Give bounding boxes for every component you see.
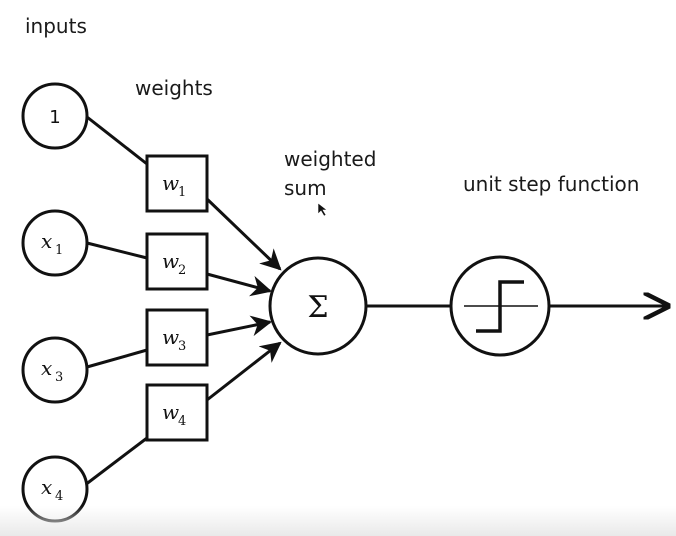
step-function-curve [476,280,524,333]
input-node-x4-subscript: 4 [55,489,63,504]
input-node-x1-subscript: 1 [55,243,63,258]
input-node-x4-symbol: x [41,475,52,499]
input-node-x1-symbol: x [41,229,52,253]
arrow-weight2-sum [206,272,273,297]
input-node-x3-symbol: x [41,356,52,380]
weight-box-w3: w 3 [145,308,209,367]
edge-input1-weight1 [86,115,148,166]
edge-input3-weight3 [86,348,148,369]
edge-input2-weight2 [86,241,148,260]
summation-node: Σ [268,256,368,356]
input-node-bias-symbol: 1 [49,107,60,128]
weights-label: weights [135,76,213,100]
inputs-label: inputs [25,14,87,38]
step-function-label: unit step function [463,172,639,196]
weight-box-w1: w 1 [145,154,209,213]
arrow-weight1-sum [205,197,282,271]
weighted-sum-label-line2: sum [284,176,327,200]
bottom-shadow [0,506,676,536]
weight-w2-symbol: w [162,249,179,273]
weight-w3-subscript: 3 [178,339,186,354]
weighted-sum-label-line1: weighted [284,147,376,171]
weight-w1-subscript: 1 [178,185,186,200]
weight-w4-subscript: 4 [178,414,186,429]
weight-box-w2: w 2 [145,232,209,291]
input-node-bias: 1 [21,82,89,150]
sigma-icon: Σ [307,290,328,325]
weight-box-w4: w 4 [145,383,209,442]
arrow-weight4-sum [206,341,282,402]
mouse-cursor-icon [317,202,328,217]
weight-w1-symbol: w [162,171,179,195]
edge-input4-weight4 [84,436,148,487]
weight-w3-symbol: w [162,325,179,349]
input-node-x3-subscript: 3 [55,370,63,385]
input-node-x1: x 1 [21,209,89,277]
weight-w4-symbol: w [162,400,179,424]
arrow-weight3-sum [206,315,273,337]
input-node-x3: x 3 [21,336,89,404]
step-function-node [449,255,551,357]
weight-w2-subscript: 2 [178,263,186,278]
